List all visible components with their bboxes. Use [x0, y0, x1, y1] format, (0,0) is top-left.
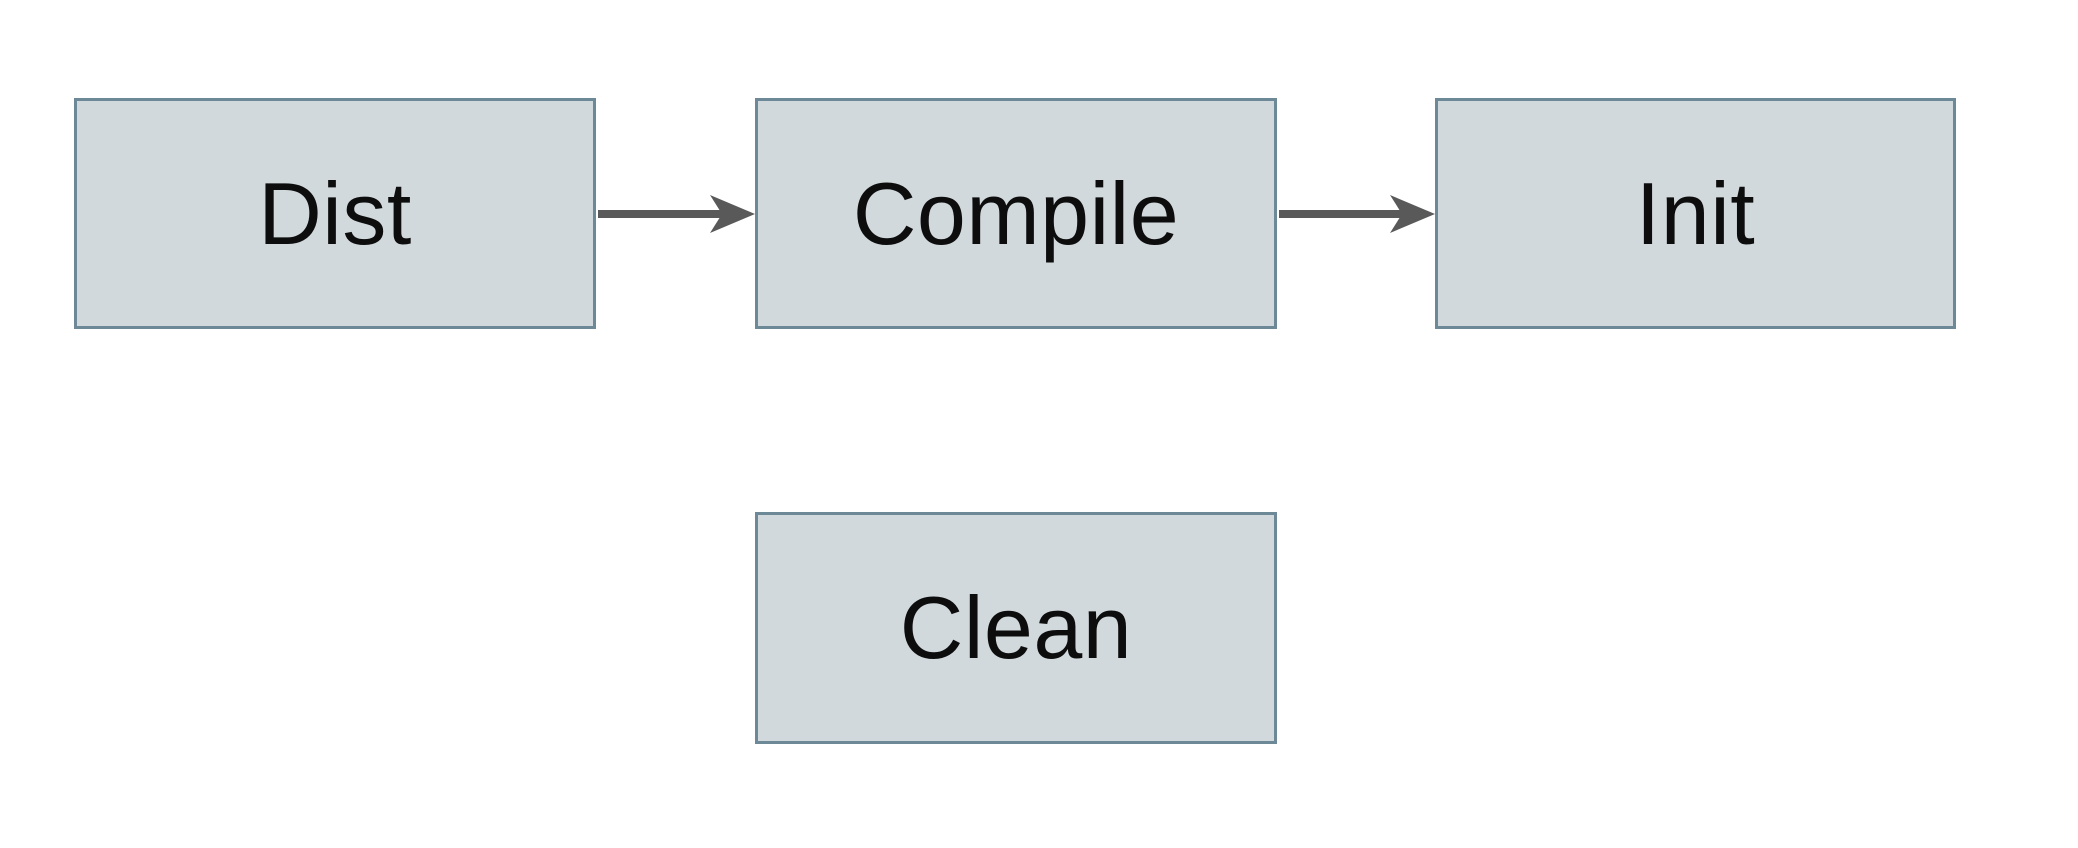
node-compile[interactable]: Compile — [755, 98, 1277, 329]
node-dist[interactable]: Dist — [74, 98, 596, 329]
node-clean-label: Clean — [899, 578, 1133, 677]
node-dist-label: Dist — [258, 163, 412, 263]
arrow-dist-to-compile[interactable] — [598, 189, 756, 239]
arrowhead-icon — [710, 195, 755, 233]
node-init-label: Init — [1635, 163, 1756, 263]
arrow-compile-to-init[interactable] — [1279, 189, 1436, 239]
node-compile-label: Compile — [852, 163, 1180, 263]
arrowhead-icon — [1390, 195, 1435, 233]
node-init[interactable]: Init — [1435, 98, 1956, 329]
node-clean[interactable]: Clean — [755, 512, 1277, 744]
